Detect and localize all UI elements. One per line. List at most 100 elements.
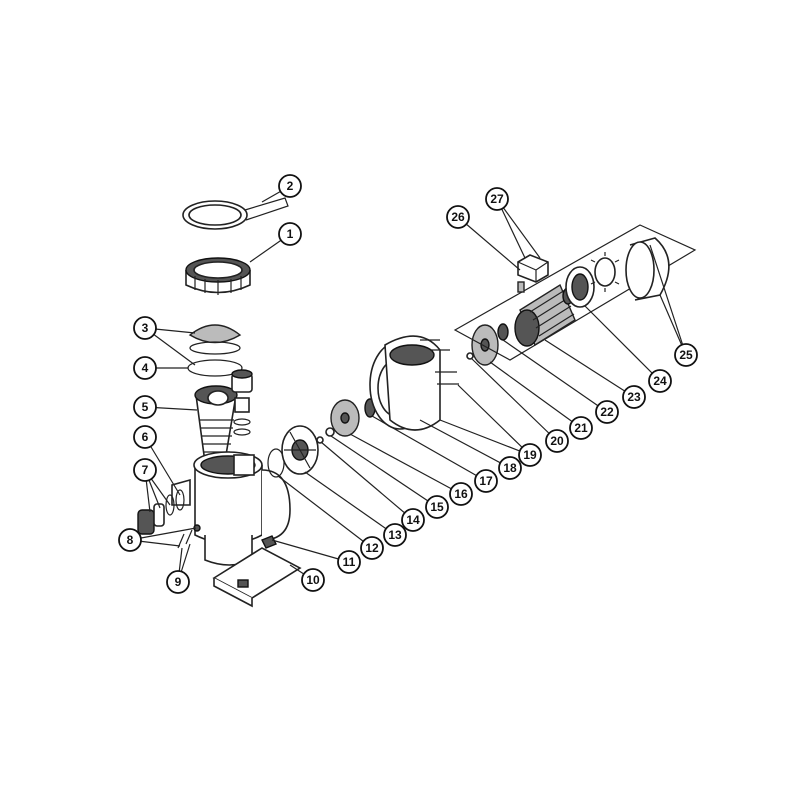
callout-27: 27 (485, 187, 509, 211)
base-shim (261, 535, 277, 549)
callout-11: 11 (337, 550, 361, 574)
leader-line (304, 471, 396, 536)
leader-line (457, 384, 531, 456)
callout-number: 4 (142, 361, 149, 375)
callout-18: 18 (498, 456, 522, 480)
leader-line (439, 419, 531, 456)
callout-circle (337, 550, 361, 574)
callout-number: 13 (388, 528, 402, 542)
bolts (420, 339, 459, 385)
callout-number: 23 (627, 390, 641, 404)
callout-number: 22 (600, 405, 614, 419)
leader-line (371, 415, 487, 482)
leader-line (584, 305, 661, 382)
callout-4: 4 (133, 356, 157, 380)
callout-number: 6 (142, 430, 149, 444)
callout-circle (133, 458, 157, 482)
leader-line (419, 419, 511, 469)
callout-20: 20 (545, 429, 569, 453)
callout-24: 24 (648, 369, 672, 393)
callout-15: 15 (425, 495, 449, 519)
callout-number: 17 (479, 474, 493, 488)
impeller (330, 399, 360, 437)
callout-8: 8 (118, 528, 142, 552)
diffuser (281, 425, 319, 475)
leader-line (349, 433, 462, 495)
callout-23: 23 (622, 385, 646, 409)
callout-number: 20 (550, 434, 564, 448)
screw (325, 427, 335, 437)
callout-13: 13 (383, 523, 407, 547)
callout-3: 3 (133, 316, 157, 340)
callout-circle (595, 400, 619, 424)
callout-circle (301, 568, 325, 592)
union-fittings (231, 369, 253, 436)
callout-19: 19 (518, 443, 542, 467)
callout-circle (446, 205, 470, 229)
callout-1: 1 (278, 222, 302, 246)
motor-rotor (514, 283, 576, 347)
callout-10: 10 (301, 568, 325, 592)
front-end-bell (471, 324, 499, 366)
callout-number: 19 (523, 448, 537, 462)
callout-circle (569, 416, 593, 440)
callout-17: 17 (474, 469, 498, 493)
strainer-lid (188, 324, 242, 355)
callout-circle (545, 429, 569, 453)
leader-line (496, 198, 541, 259)
pump-housing (171, 451, 291, 566)
fan-cover (625, 237, 670, 301)
strainer-basket (194, 385, 238, 460)
callout-circle (133, 356, 157, 380)
leader-line (649, 244, 687, 356)
leader-line (320, 441, 414, 521)
callout-circle (648, 369, 672, 393)
capacitor-box (517, 254, 549, 283)
callout-number: 18 (503, 461, 517, 475)
callout-circle (401, 508, 425, 532)
callout-6: 6 (133, 425, 157, 449)
leader-lines (129, 185, 687, 583)
callout-number: 12 (365, 541, 379, 555)
callout-circle (474, 469, 498, 493)
leader-line (489, 361, 582, 429)
leader-line (330, 435, 438, 508)
callout-number: 9 (175, 575, 182, 589)
rear-housing (565, 266, 595, 308)
callout-16: 16 (449, 482, 473, 506)
callout-number: 15 (430, 500, 444, 514)
callout-14: 14 (401, 508, 425, 532)
bearing (497, 323, 509, 341)
callout-22: 22 (595, 400, 619, 424)
callout-circle (518, 443, 542, 467)
leader-line (502, 339, 608, 413)
callout-number: 16 (454, 487, 468, 501)
leader-line (277, 475, 373, 549)
cooling-fan (590, 252, 620, 292)
parts-drawing (137, 197, 697, 608)
callout-circle (449, 482, 473, 506)
callout-number: 2 (287, 179, 294, 193)
pump-base (212, 547, 302, 608)
callout-circle (133, 395, 157, 419)
callout-circle (278, 174, 302, 198)
callout-number: 3 (142, 321, 149, 335)
callout-number: 21 (574, 421, 588, 435)
callout-number: 1 (287, 227, 294, 241)
callout-circle (498, 456, 522, 480)
callout-number: 27 (490, 192, 504, 206)
motor-assembly-outline (453, 224, 697, 361)
callout-circle (425, 495, 449, 519)
callout-number: 10 (306, 573, 320, 587)
inlet-union (137, 489, 185, 535)
callout-number: 14 (406, 513, 420, 527)
callout-number: 24 (653, 374, 667, 388)
callout-7: 7 (133, 458, 157, 482)
callout-number: 26 (451, 210, 465, 224)
callout-number: 5 (142, 400, 149, 414)
callout-5: 5 (133, 395, 157, 419)
lid-wrench (182, 197, 289, 230)
lid-nut (185, 257, 251, 295)
